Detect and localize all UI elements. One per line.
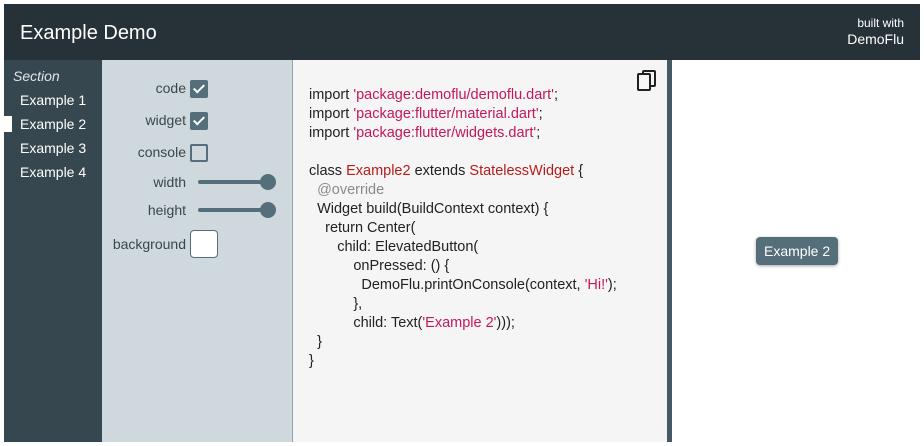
- sidebar: Section Example 1 Example 2 Example 3 Ex…: [4, 60, 102, 442]
- height-option-label: height: [147, 202, 186, 218]
- code-token: );: [607, 277, 617, 293]
- sidebar-item-example-4[interactable]: Example 4: [20, 164, 87, 180]
- code-token: import: [309, 87, 354, 103]
- code-panel: import 'package:demoflu/demoflu.dart'; i…: [293, 60, 667, 442]
- app-bar: Example Demo built with DemoFlu: [4, 4, 920, 60]
- code-token: ;: [536, 125, 541, 141]
- width-slider[interactable]: [198, 174, 276, 190]
- code-token: {: [574, 163, 584, 179]
- widget-preview: Example 2: [672, 60, 920, 442]
- code-string: 'Example 2': [422, 315, 497, 331]
- code-token: }: [309, 353, 314, 369]
- width-slider-thumb[interactable]: [260, 174, 276, 190]
- sidebar-item-example-1[interactable]: Example 1: [20, 92, 87, 108]
- code-checkbox[interactable]: [190, 80, 208, 98]
- code-annotation: @override: [317, 182, 385, 198]
- code-token: import: [309, 106, 354, 122]
- app-frame: Example Demo built with DemoFlu Section …: [4, 4, 920, 442]
- code-token: Widget build(BuildContext context) {: [317, 201, 549, 217]
- code-token: return: [325, 220, 368, 236]
- code-block: import 'package:demoflu/demoflu.dart'; i…: [309, 86, 617, 371]
- background-color-swatch[interactable]: [190, 230, 218, 258]
- code-token: child: Text(: [353, 315, 423, 331]
- sidebar-item-example-2[interactable]: Example 2: [20, 116, 87, 132]
- code-string: 'Hi!': [584, 277, 608, 293]
- panel-divider[interactable]: [667, 60, 672, 442]
- code-class-name: StatelessWidget: [469, 163, 575, 179]
- code-token: child: ElevatedButton(: [337, 239, 479, 255]
- selected-indicator: [4, 116, 12, 132]
- code-token: class: [309, 163, 347, 179]
- code-token: extends: [410, 163, 470, 179]
- background-option-label: background: [112, 236, 186, 252]
- code-class-name: Example2: [346, 163, 411, 179]
- console-option-label: console: [137, 144, 186, 160]
- built-with-label: built with: [857, 16, 904, 30]
- sidebar-item-example-3[interactable]: Example 3: [20, 140, 87, 156]
- widget-option-label: widget: [145, 112, 186, 128]
- code-token: onPressed: () {: [353, 258, 450, 274]
- height-slider[interactable]: [198, 202, 276, 218]
- copy-icon[interactable]: [637, 70, 657, 92]
- options-panel: code widget console width height backgro…: [102, 60, 293, 442]
- code-token: }: [317, 334, 322, 350]
- code-string: 'package:flutter/widgets.dart': [353, 125, 537, 141]
- sidebar-section-header: Section: [13, 68, 60, 84]
- code-token: ;: [538, 106, 543, 122]
- built-with-name: DemoFlu: [847, 31, 904, 47]
- width-option-label: width: [153, 174, 186, 190]
- code-token: import: [309, 125, 354, 141]
- code-token: Center(: [367, 220, 416, 236]
- console-checkbox[interactable]: [190, 144, 208, 162]
- code-string: 'package:flutter/material.dart': [353, 106, 539, 122]
- code-option-label: code: [155, 80, 186, 96]
- code-token: },: [353, 296, 363, 312]
- height-slider-thumb[interactable]: [260, 202, 276, 218]
- code-token: )));: [496, 315, 515, 331]
- code-string: 'package:demoflu/demoflu.dart': [353, 87, 554, 103]
- example-2-button[interactable]: Example 2: [756, 237, 839, 265]
- built-with-badge[interactable]: built with DemoFlu: [847, 15, 904, 47]
- widget-checkbox[interactable]: [190, 112, 208, 130]
- app-title: Example Demo: [20, 22, 157, 44]
- code-token: DemoFlu.printOnConsole(context,: [361, 277, 585, 293]
- code-token: ;: [553, 87, 558, 103]
